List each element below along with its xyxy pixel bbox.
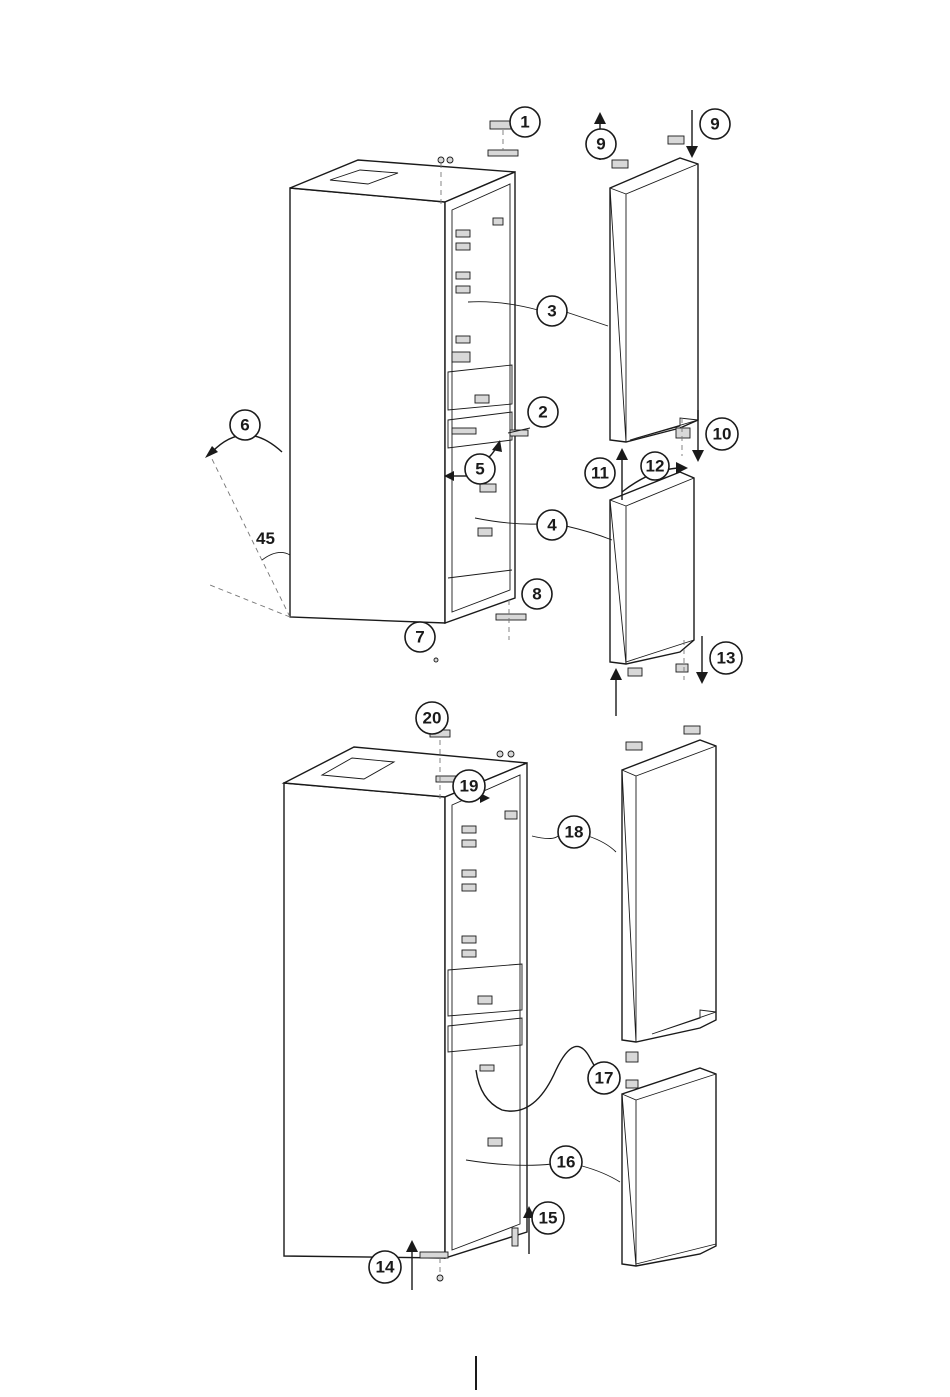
callout-7-label: 7 (415, 628, 424, 647)
callout-17-label: 17 (595, 1069, 614, 1088)
callout-9-right: 9 (700, 109, 730, 139)
callout-12: 12 (641, 452, 669, 480)
callout-5: 5 (465, 454, 495, 484)
callout-2-label: 2 (538, 403, 547, 422)
top-lower-door (610, 472, 694, 680)
callout-15: 15 (532, 1202, 564, 1234)
top-upper-door (610, 136, 698, 456)
bottom-lower-door (622, 1068, 716, 1266)
callout-13-label: 13 (717, 649, 736, 668)
callout-3-label: 3 (547, 302, 556, 321)
angle-label: 45 (256, 529, 275, 548)
tilt-angle-indicator: 45 (205, 435, 290, 617)
callout-18-label: 18 (565, 823, 584, 842)
callout-17: 17 (588, 1062, 620, 1094)
callout-10-label: 10 (713, 425, 732, 444)
callout-12-label: 12 (646, 457, 665, 476)
callout-13: 13 (710, 642, 742, 674)
callout-14-label: 14 (376, 1258, 395, 1277)
callout-11: 11 (585, 458, 615, 488)
callout-15-label: 15 (539, 1209, 558, 1228)
callout-2: 2 (528, 397, 558, 427)
callout-9-left-label: 9 (596, 135, 605, 154)
callout-4-label: 4 (547, 516, 557, 535)
callout-20: 20 (416, 702, 448, 734)
callout-3: 3 (537, 296, 567, 326)
callout-6-label: 6 (240, 416, 249, 435)
callout-20-label: 20 (423, 709, 442, 728)
callout-6: 6 (230, 410, 260, 440)
bottom-upper-door (622, 726, 716, 1062)
callout-1: 1 (510, 107, 540, 137)
callout-5-label: 5 (475, 460, 484, 479)
callout-8-label: 8 (532, 585, 541, 604)
callout-19: 19 (453, 770, 485, 802)
callout-14: 14 (369, 1251, 401, 1283)
page-divider (475, 1356, 477, 1390)
callout-19-label: 19 (460, 777, 479, 796)
callout-9-right-label: 9 (710, 115, 719, 134)
callout-4: 4 (537, 510, 567, 540)
callout-7: 7 (405, 622, 435, 652)
callout-16: 16 (550, 1146, 582, 1178)
bottom-fridge-cabinet (284, 730, 527, 1281)
top-fridge-cabinet (290, 121, 528, 662)
callout-18: 18 (558, 816, 590, 848)
callout-11-label: 11 (591, 464, 609, 483)
callout-10: 10 (706, 418, 738, 450)
callout-8: 8 (522, 579, 552, 609)
callout-16-label: 16 (557, 1153, 576, 1172)
callout-1-label: 1 (520, 113, 529, 132)
callout-9-left: 9 (586, 129, 616, 159)
